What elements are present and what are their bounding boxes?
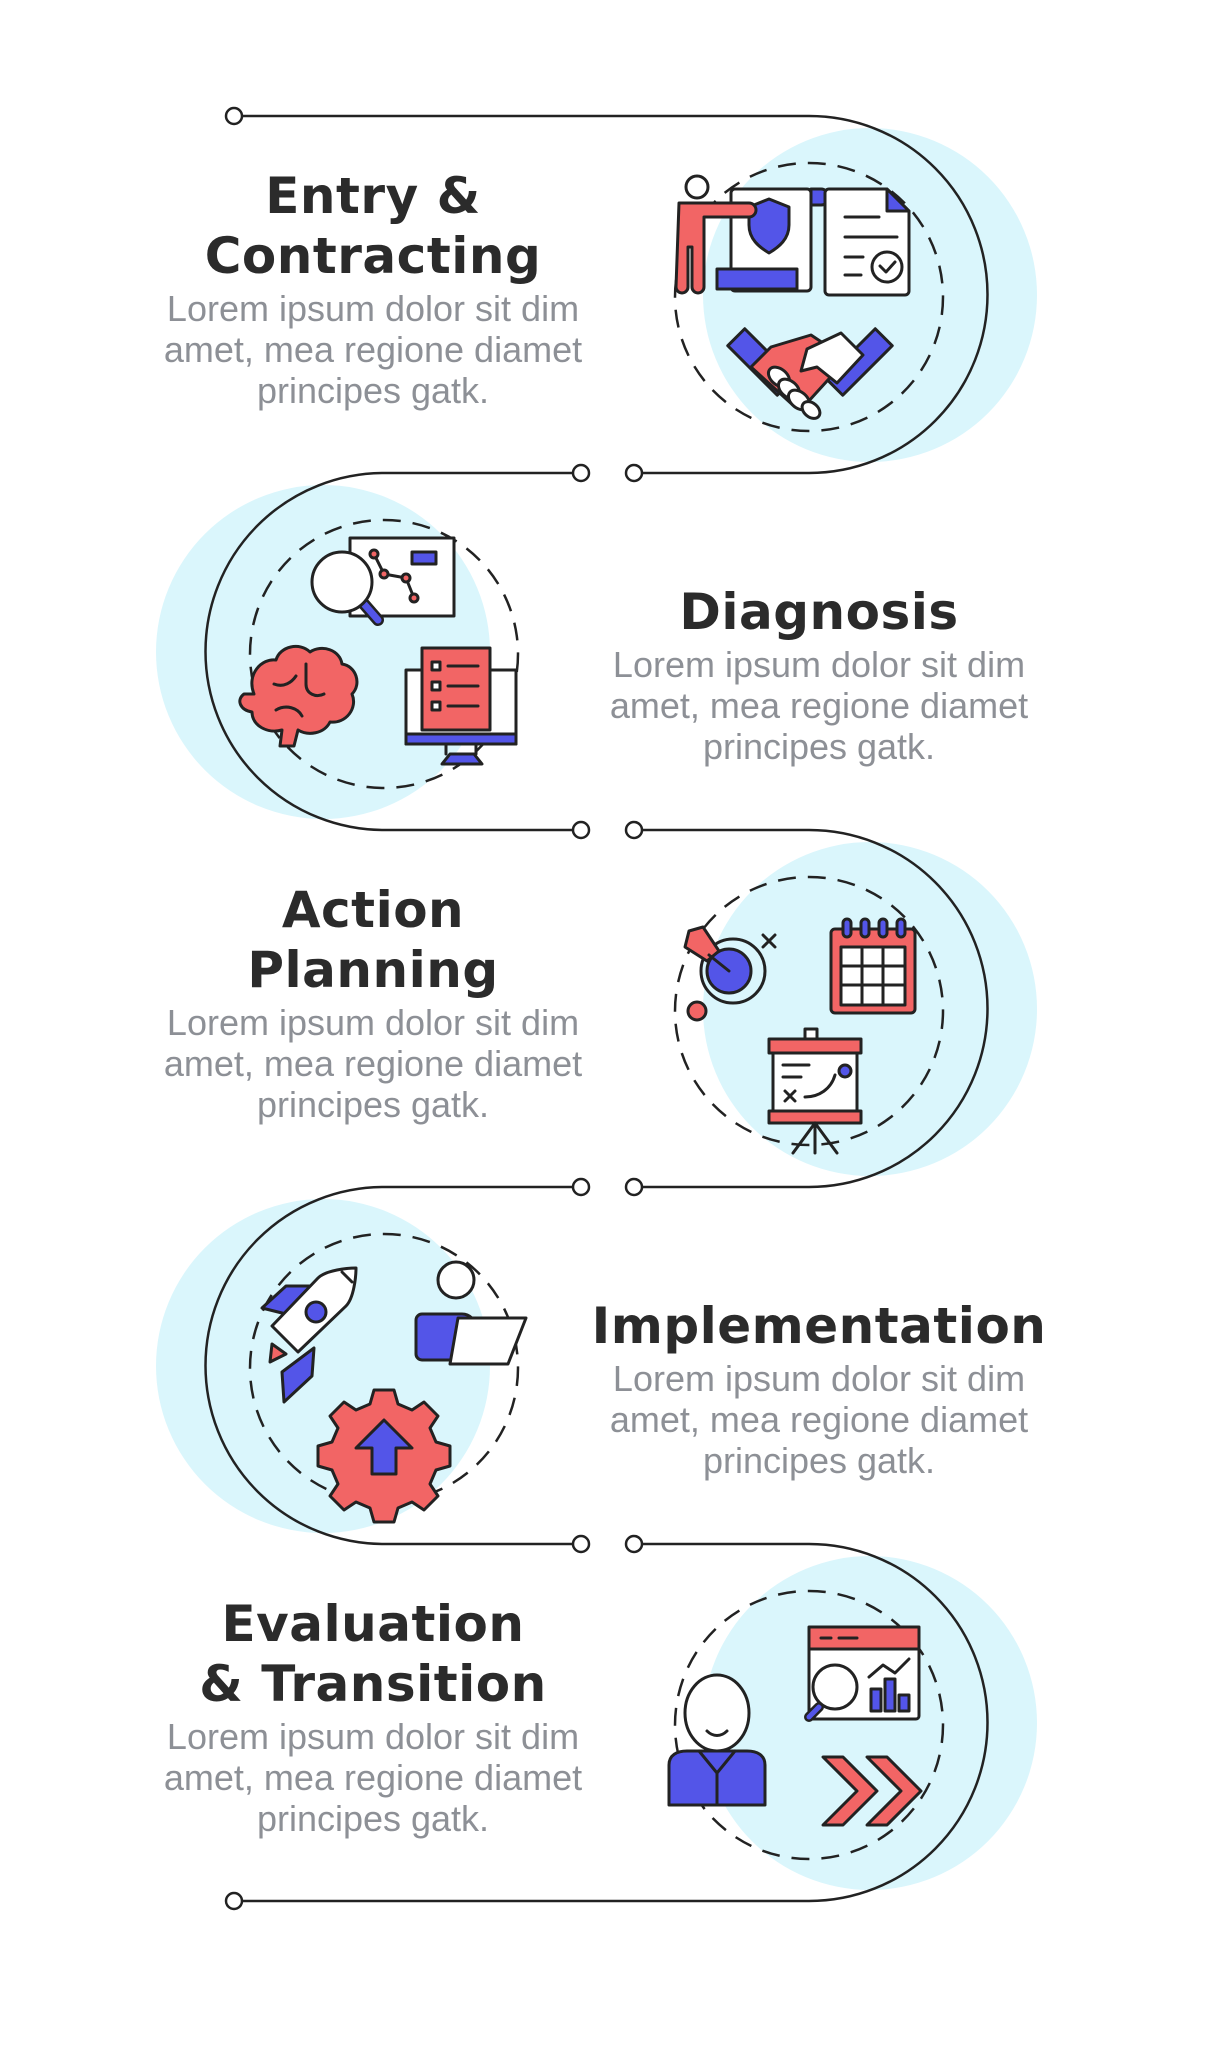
title-line: Contracting	[204, 227, 542, 285]
desc-line: principes gatk.	[256, 1084, 490, 1125]
title-line: Entry &	[265, 167, 481, 225]
desc-line: Lorem ipsum dolor sit dim	[612, 644, 1026, 685]
title-line: Implementation	[591, 1297, 1047, 1355]
title-line: Action	[281, 881, 465, 939]
title-line: & Transition	[199, 1655, 547, 1713]
person-laptop-icon	[414, 1260, 528, 1366]
desc-line: amet, mea regione diamet	[163, 1757, 583, 1798]
analytics-window-icon	[804, 1625, 921, 1722]
person-bust-icon	[667, 1673, 767, 1807]
step-title: Entry &Contracting	[133, 166, 613, 286]
step-title: Evaluation& Transition	[133, 1594, 613, 1714]
desc-line: Lorem ipsum dolor sit dim	[166, 1716, 580, 1757]
contract-document-icon	[823, 187, 911, 297]
checklist-monitor-icon	[404, 646, 518, 766]
fast-forward-icon	[821, 1755, 923, 1827]
step-title: Implementation	[579, 1296, 1059, 1356]
desc-line: principes gatk.	[702, 726, 936, 767]
step-entry-contracting: Entry &Contracting Lorem ipsum dolor sit…	[133, 166, 613, 411]
title-line: Planning	[247, 941, 499, 999]
bg-circle-5	[703, 1556, 1037, 1890]
title-line: Evaluation	[221, 1595, 525, 1653]
desc-line: principes gatk.	[256, 1798, 490, 1839]
step-title: Diagnosis	[579, 582, 1059, 642]
desc-line: Lorem ipsum dolor sit dim	[166, 1002, 580, 1043]
desc-line: amet, mea regione diamet	[163, 329, 583, 370]
desc-line: principes gatk.	[702, 1440, 936, 1481]
desc-line: amet, mea regione diamet	[609, 1399, 1029, 1440]
desc-line: Lorem ipsum dolor sit dim	[166, 288, 580, 329]
desc-line: amet, mea regione diamet	[163, 1043, 583, 1084]
calendar-icon	[829, 917, 917, 1015]
connector-path	[204, 114, 989, 1903]
rocket-icon	[260, 1266, 358, 1404]
title-line: Diagnosis	[679, 583, 959, 641]
handshake-icon	[726, 327, 894, 420]
brain-icon	[238, 644, 359, 748]
target-dart-icon	[683, 925, 777, 1022]
strategy-board-icon	[767, 1027, 863, 1155]
step-evaluation-transition: Evaluation& Transition Lorem ipsum dolor…	[133, 1594, 613, 1839]
connector-nodes	[224, 106, 644, 1911]
desc-line: amet, mea regione diamet	[609, 685, 1029, 726]
desc-line: principes gatk.	[256, 370, 490, 411]
presentation-shield-icon	[674, 174, 831, 295]
gear-upgrade-icon	[316, 1388, 452, 1524]
step-implementation: Implementation Lorem ipsum dolor sit dim…	[579, 1296, 1059, 1481]
analysis-magnifier-icon	[310, 536, 456, 626]
desc-line: Lorem ipsum dolor sit dim	[612, 1358, 1026, 1399]
